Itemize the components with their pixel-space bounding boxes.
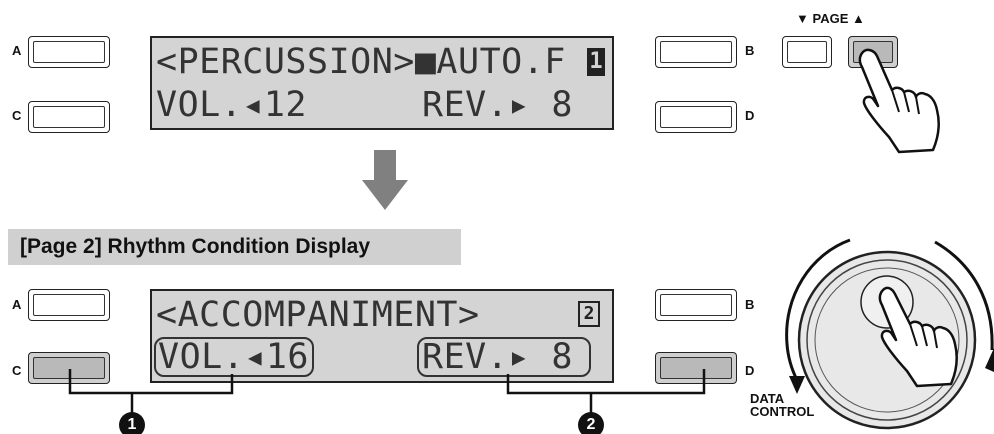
page-indicator-bottom: 2: [578, 301, 600, 327]
page-indicator-top: 1: [587, 48, 605, 76]
button-b-top[interactable]: [655, 36, 737, 68]
lcd-display-top: <PERCUSSION>■AUTO.F 1 VOL.◂12 REV.▸ 8: [150, 36, 614, 130]
lcd-top-vol: VOL.◂12: [156, 85, 308, 125]
button-b-bottom[interactable]: [655, 289, 737, 321]
lcd-bottom-line1: <ACCOMPANIMENT>: [156, 295, 480, 335]
page-up-glyph: ▲: [852, 11, 865, 26]
button-a-bottom[interactable]: [28, 289, 110, 321]
label-b-bottom: B: [745, 297, 755, 312]
label-d-top: D: [745, 108, 755, 123]
callout-marker-2: 2: [578, 412, 604, 434]
section-header: [Page 2] Rhythm Condition Display: [8, 229, 461, 265]
lcd-bottom-vol[interactable]: VOL.◂16: [158, 337, 310, 377]
vol-highlight-box: [154, 337, 314, 377]
button-d-bottom[interactable]: [655, 352, 737, 384]
button-d-top[interactable]: [655, 101, 737, 133]
label-c-bottom: C: [12, 363, 22, 378]
callout-marker-1: 1: [119, 412, 145, 434]
button-a-top[interactable]: [28, 36, 110, 68]
rev-highlight-box: [417, 337, 591, 377]
label-a-top: A: [12, 43, 22, 58]
label-a-bottom: A: [12, 297, 22, 312]
page-label: PAGE: [812, 11, 849, 26]
data-control-label-line1: DATA: [750, 391, 785, 406]
label-b-top: B: [745, 43, 755, 58]
data-control-label-line2: CONTROL: [750, 404, 815, 419]
down-arrow-icon: [362, 150, 408, 210]
lcd-display-bottom: <ACCOMPANIMENT> 2 VOL.◂16 REV.▸ 8: [150, 289, 614, 383]
label-c-top: C: [12, 108, 22, 123]
lcd-top-line1: <PERCUSSION>■AUTO.F: [156, 42, 566, 82]
page-down-glyph: ▼: [796, 11, 809, 26]
lcd-bottom-rev[interactable]: REV.▸ 8: [422, 337, 574, 377]
lcd-top-rev: REV.▸ 8: [422, 85, 574, 125]
rotary-dial-icon: [785, 238, 994, 430]
label-d-bottom: D: [745, 363, 755, 378]
page-down-button[interactable]: [782, 36, 832, 68]
page-label-row: ▼ PAGE ▲: [796, 10, 926, 28]
pointing-hand-icon-top: [858, 48, 940, 154]
button-c-top[interactable]: [28, 101, 110, 133]
